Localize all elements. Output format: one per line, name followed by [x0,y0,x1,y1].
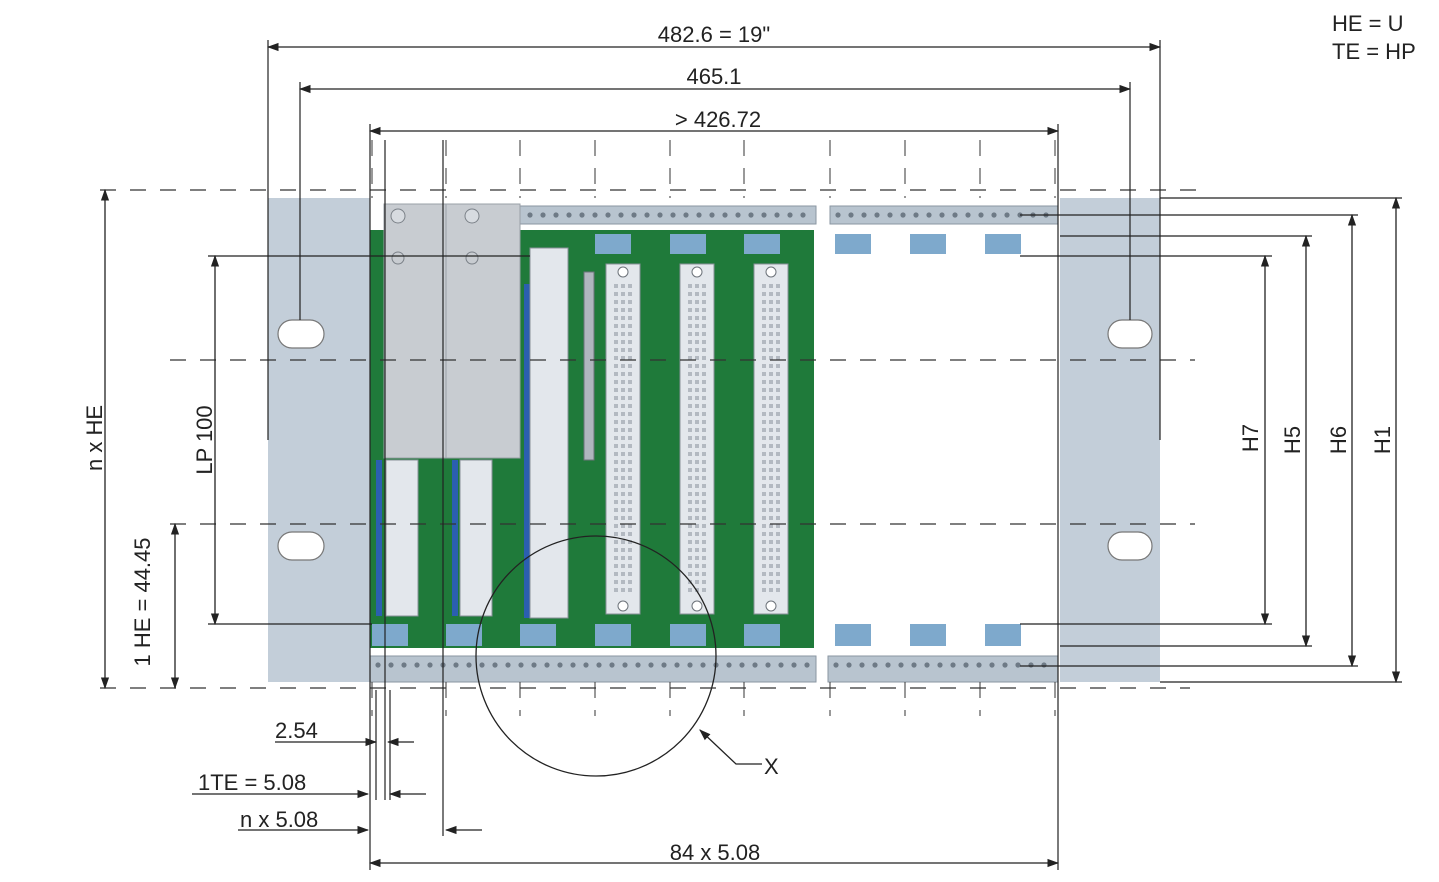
bottom-rail-left [369,655,817,683]
right-mounting-slot-bottom [1107,531,1153,561]
label-detail-x: X [764,754,779,779]
label-h6: H6 [1326,426,1351,454]
label-1te: 1TE = 5.08 [198,770,306,795]
label-bottom-width: 84 x 5.08 [670,840,761,865]
label-overall-width: 482.6 = 19" [658,22,770,47]
label-h5: H5 [1280,426,1305,454]
right-side-panel [1060,198,1160,682]
label-mount-width: 465.1 [686,64,741,89]
right-mounting-slot-top [1107,319,1153,349]
detail-circle [475,535,717,777]
detail-leader [699,729,762,765]
bottom-rail-holes [375,662,1047,668]
left-mounting-slot-top [277,319,325,349]
label-1he: 1 HE = 44.45 [130,537,155,666]
label-inner-width: > 426.72 [675,107,761,132]
din-connectors [605,263,789,615]
left-mounting-slot-bottom [277,531,325,561]
label-lp100: LP 100 [192,405,217,474]
top-rail-left [519,205,817,225]
legend-he: HE = U [1332,11,1404,36]
lower-card-connectors [376,284,530,618]
label-h1: H1 [1370,426,1395,454]
slot-lines [371,140,1056,716]
legend-te: TE = HP [1332,39,1416,64]
top-rail-holes [527,212,1049,218]
label-n-x-he: n x HE [82,405,107,471]
front-plate-wide [383,203,521,459]
card-guides [372,234,1021,646]
label-h7: H7 [1238,424,1263,452]
label-2-54: 2.54 [275,718,318,743]
bottom-rail-right [827,655,1059,683]
left-side-panel [268,198,370,682]
connector-card-tall [529,247,569,619]
label-n-x-508: n x 5.08 [240,807,318,832]
